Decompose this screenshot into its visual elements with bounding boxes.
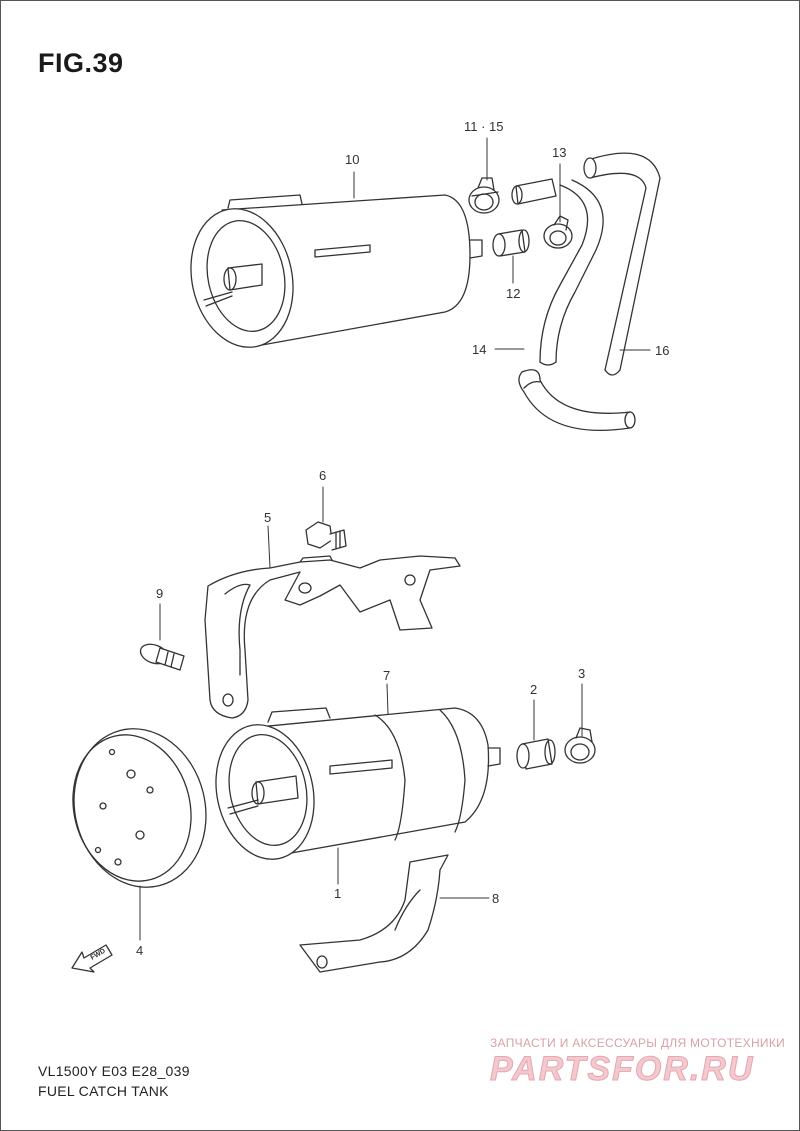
- callout-16: 16: [655, 343, 669, 358]
- figure-title: FIG.39: [38, 48, 124, 78]
- part-8-bracket: [299, 854, 449, 973]
- callout-12: 12: [506, 286, 520, 301]
- callout-4: 4: [136, 943, 143, 958]
- part-10-catch-tank: [190, 194, 483, 348]
- figure-caption: FUEL CATCH TANK: [38, 1083, 169, 1099]
- callout-2: 2: [530, 682, 537, 697]
- leader-lines: [139, 137, 651, 941]
- callout-6: 6: [319, 468, 326, 483]
- callout-13: 13: [552, 145, 566, 160]
- part-9-bolt: [139, 643, 185, 671]
- callout-5: 5: [264, 510, 271, 525]
- watermark-tagline: ЗАПЧАСТИ И АКСЕССУАРЫ ДЛЯ МОТОТЕХНИКИ: [490, 1036, 786, 1050]
- callout-7: 7: [383, 668, 390, 683]
- callouts: 10 11 · 15 13 12 14 16 6 5 9 7 2 3 1 8 4: [136, 119, 669, 958]
- callout-11-15: 11 · 15: [464, 119, 504, 134]
- part-7-band: [374, 709, 466, 841]
- callout-10: 10: [345, 152, 359, 167]
- callout-9: 9: [156, 586, 163, 601]
- part-11-15-clamp: [468, 177, 500, 214]
- part-2-sleeve: [516, 738, 556, 770]
- part-6-bolt: [305, 521, 347, 551]
- callout-1: 1: [334, 886, 341, 901]
- callout-3: 3: [578, 666, 585, 681]
- part-1-catch-tank: [215, 707, 501, 860]
- part-13-clamp: [543, 215, 573, 249]
- part-16-hose: [583, 152, 661, 376]
- part-3-clamp: [564, 727, 596, 764]
- model-code: VL1500Y E03 E28_039: [38, 1063, 190, 1079]
- callout-8: 8: [492, 891, 499, 906]
- watermark-brand: PARTSFOR.RU: [489, 1050, 755, 1089]
- part-14-hose: [518, 179, 636, 431]
- short-hose-stub: [511, 178, 557, 205]
- callout-14: 14: [472, 342, 486, 357]
- fwd-arrow-icon: FWD: [71, 944, 113, 973]
- part-12-sleeve: [492, 229, 530, 257]
- part-5-bracket: [204, 555, 461, 719]
- part-4-cap: [72, 728, 207, 888]
